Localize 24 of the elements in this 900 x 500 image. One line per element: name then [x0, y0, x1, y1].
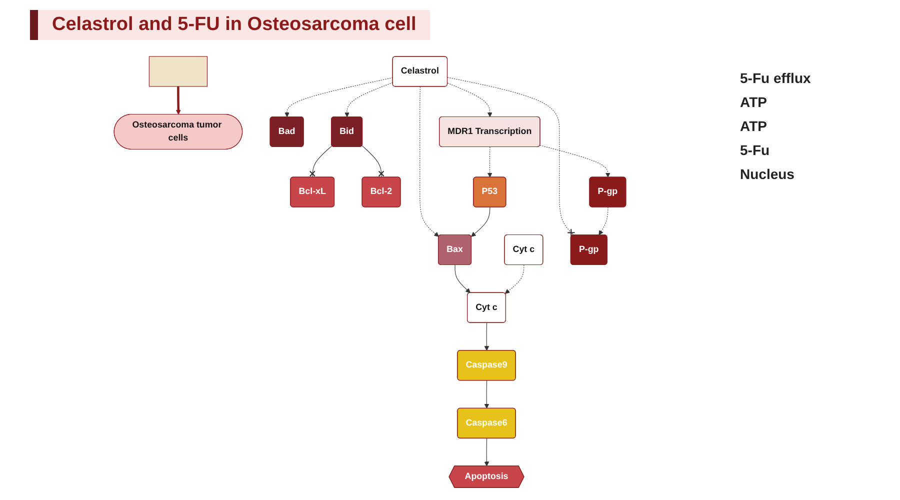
node-box: [148, 56, 208, 87]
arrow: [447, 82, 492, 118]
connector: [362, 145, 384, 178]
arrow: [484, 380, 490, 409]
arrow: [487, 146, 492, 178]
arrow: [484, 438, 490, 466]
arrow: [484, 322, 490, 351]
arrow: [284, 77, 394, 118]
note-label: ATP: [740, 94, 768, 110]
arrow: [420, 86, 440, 237]
title-banner: Celastrol and 5-FU in Osteosarcoma cell: [30, 10, 430, 40]
arrow: [504, 264, 524, 294]
note-label: Nucleus: [740, 166, 796, 182]
arrow: [540, 145, 610, 178]
connector: [309, 145, 332, 178]
note-label: ATP: [740, 118, 768, 134]
arrow: [176, 86, 181, 115]
arrow: [471, 207, 490, 237]
note-label: 5-Fu: [740, 142, 771, 158]
note-label: 5-Fu efflux: [740, 70, 812, 86]
arrow: [454, 264, 471, 294]
arrow: [598, 207, 608, 236]
arrow: [344, 82, 394, 118]
connector: [447, 77, 576, 237]
